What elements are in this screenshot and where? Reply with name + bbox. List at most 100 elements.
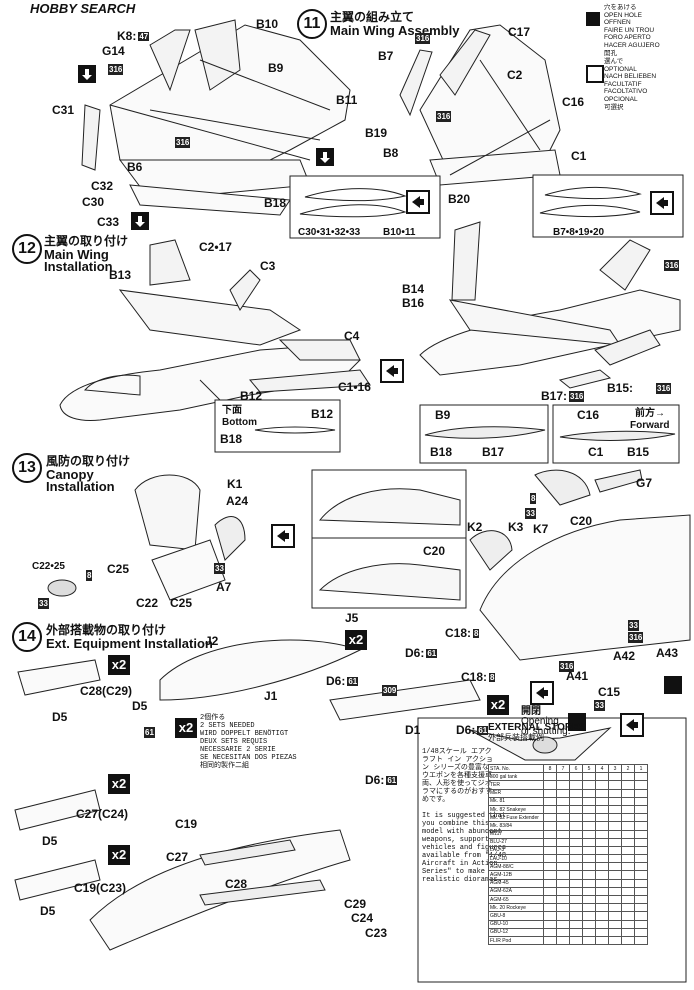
stores-row: LAU-10 [488, 854, 648, 864]
quantity-x2-c: x2 [345, 630, 367, 650]
stores-header-cell: 3 [608, 763, 622, 774]
stores-row: 300 gal tank [488, 772, 648, 782]
stores-cell [608, 772, 622, 782]
part-c20-open: C20 [423, 544, 446, 558]
legend-open-hole: 穴をあける OPEN HOLE OFFNEN FAIRE UN TROU FOR… [604, 4, 660, 57]
stores-cell [556, 935, 570, 946]
stores-cell [608, 837, 622, 847]
stores-cell [543, 903, 557, 913]
detail-box-bottom [214, 399, 341, 453]
stores-cell [569, 854, 583, 864]
stores-row-label: AGM-62A [488, 886, 544, 897]
stores-cell [621, 870, 635, 880]
stores-row-label: Mk. 83/84 [488, 821, 544, 831]
bottom-label-jp: 下面 [222, 405, 242, 416]
detail-label-c30-33: C30•31•32•33 [298, 227, 361, 238]
stores-cell [569, 829, 583, 839]
stores-cell [543, 870, 557, 880]
box-316-d: 316 [436, 111, 452, 122]
stores-cell [543, 837, 557, 847]
step-11-title-jp: 主翼の組み立て [330, 10, 415, 24]
stores-row-label: GBU-8 [488, 911, 544, 921]
stores-cell [621, 780, 635, 790]
detail-label-b7-20: B7•8•19•20 [553, 227, 605, 238]
part-c27: C27 [166, 850, 189, 864]
stores-cell [634, 878, 648, 888]
stores-cell [569, 911, 583, 921]
stores-cell [595, 788, 609, 798]
stores-cell [621, 845, 635, 856]
box-316-e: 316 [664, 260, 680, 271]
stores-cell [621, 829, 635, 839]
step-14-title: Ext. Equipment Installation [46, 636, 213, 651]
stores-cell [556, 772, 570, 782]
step-11-number: 11 [297, 9, 327, 39]
cockpit-right [469, 469, 691, 661]
stores-cell [621, 935, 635, 946]
stores-cell [621, 796, 635, 806]
stores-row-label: LAU-10 [488, 854, 544, 864]
stores-row: MER [488, 788, 648, 798]
stores-cell [582, 804, 596, 815]
stores-cell [543, 821, 557, 831]
stores-row: BLU-27 [488, 837, 648, 847]
part-c20: C20 [570, 514, 593, 528]
stores-cell [621, 862, 635, 872]
stores-cell [543, 804, 557, 815]
stores-row: FLIR Pod [488, 935, 648, 946]
step-13-number: 13 [12, 453, 42, 483]
part-c28-c29: C28(C29) [80, 684, 133, 698]
stores-cell [569, 788, 583, 798]
stores-cell [582, 829, 596, 839]
stores-cell [543, 854, 557, 864]
stores-cell [608, 829, 622, 839]
stores-cell [543, 813, 557, 823]
part-c24: C24 [351, 911, 374, 925]
stores-cell [634, 837, 648, 847]
stores-cell [582, 813, 596, 823]
stores-cell [634, 870, 648, 880]
box-316-g: 316 [656, 383, 672, 394]
part-b17-detail: B17 [482, 445, 505, 459]
part-c2: C2 [507, 68, 523, 82]
diorama-note-en: It is suggested that you combine this mo… [422, 812, 507, 884]
box-309: 309 [382, 685, 398, 696]
part-d5-d: D5 [40, 904, 56, 918]
step-12-title-2: Installation [44, 259, 113, 274]
stores-cell [608, 804, 622, 815]
stores-cell [634, 788, 648, 798]
part-k2: K2 [467, 520, 483, 534]
stores-row: AGM-65 [488, 894, 648, 905]
part-c23: C23 [365, 926, 388, 940]
quantity-x2-f: x2 [108, 845, 130, 865]
stores-cell [634, 886, 648, 897]
part-c2-17: C2•17 [199, 240, 232, 254]
canopy-parts [47, 474, 246, 601]
stores-cell [621, 821, 635, 831]
stores-cell [634, 862, 648, 872]
wing-exploded-right [399, 24, 561, 186]
stores-cell [582, 911, 596, 921]
aircraft-step12-right [419, 221, 681, 389]
stores-cell [556, 903, 570, 913]
part-c17: C17 [508, 25, 531, 39]
stores-cell [556, 796, 570, 806]
stores-cell [634, 894, 648, 905]
stores-cell [543, 862, 557, 872]
stores-cell [569, 919, 583, 929]
stores-cell [556, 845, 570, 856]
stores-row: LAU-3 [488, 845, 648, 856]
part-c22-25: C22•25 [32, 561, 65, 572]
stores-cell [582, 780, 596, 790]
part-b14: B14 [402, 282, 425, 296]
stores-cell [595, 845, 609, 856]
part-a7: A7 [216, 580, 232, 594]
stores-cell [595, 821, 609, 831]
step-12-title-jp: 主翼の取り付け [44, 234, 129, 248]
quantity-x2-d: x2 [487, 695, 509, 715]
quantity-x2-b: x2 [175, 718, 197, 738]
stores-cell [608, 862, 622, 872]
part-d1: D1 [405, 723, 421, 737]
stores-cell [621, 903, 635, 913]
step-13-title-2: Installation [46, 479, 115, 494]
